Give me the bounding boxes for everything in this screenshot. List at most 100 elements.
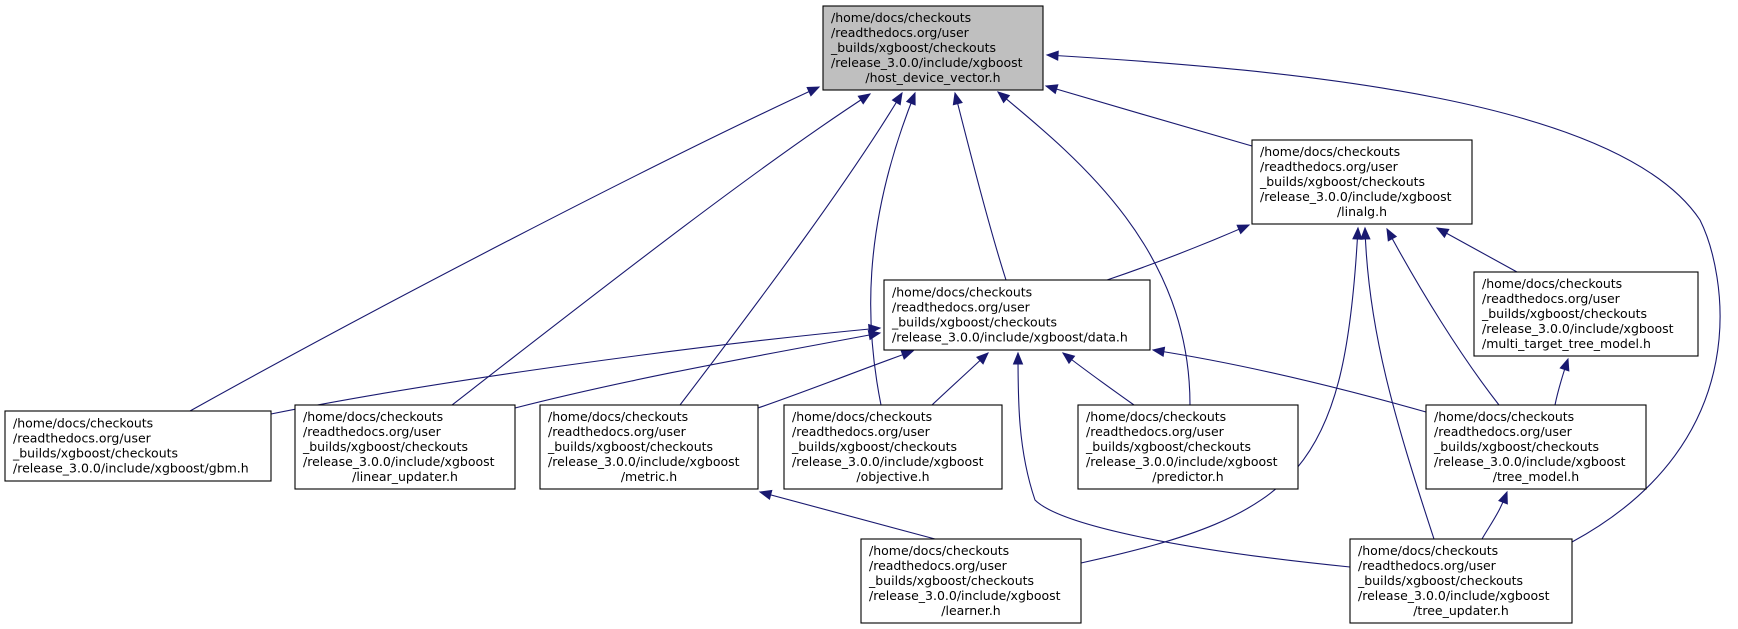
edge-line [1046, 54, 1721, 543]
node-objective[interactable]: /home/docs/checkouts/readthedocs.org/use… [783, 404, 1003, 490]
edge-line [1152, 349, 1427, 413]
node-label-line: /home/docs/checkouts [303, 409, 443, 424]
node-label-line: /readthedocs.org/user [831, 25, 970, 40]
node-multi-target-tree-model[interactable]: /home/docs/checkouts/readthedocs.org/use… [1473, 271, 1699, 357]
arrowhead [1435, 227, 1450, 239]
node-learner[interactable]: /home/docs/checkouts/readthedocs.org/use… [860, 538, 1082, 624]
node-data[interactable]: /home/docs/checkouts/readthedocs.org/use… [883, 279, 1151, 351]
edge-line [1436, 227, 1518, 273]
node-label-line: /home/docs/checkouts [1086, 409, 1226, 424]
node-box [294, 404, 516, 490]
node-linear-updater[interactable]: /home/docs/checkouts/readthedocs.org/use… [294, 404, 516, 490]
node-label-line: /home/docs/checkouts [13, 416, 153, 431]
node-label-line: _builds/xgboost/checkouts [891, 315, 1057, 330]
node-label-line: /readthedocs.org/user [869, 558, 1008, 573]
edge-line [679, 92, 903, 406]
arrowhead [976, 352, 989, 365]
edge-line [451, 93, 871, 406]
node-box [1251, 139, 1473, 225]
edge-gbm-to-data [270, 323, 882, 415]
arrowhead [867, 329, 882, 341]
node-metric[interactable]: /home/docs/checkouts/readthedocs.org/use… [539, 404, 759, 490]
node-label-line: /home/docs/checkouts [1260, 144, 1400, 159]
arrowhead [1386, 227, 1398, 242]
node-label-line: /readthedocs.org/user [1260, 159, 1399, 174]
node-label-line: /home/docs/checkouts [869, 543, 1009, 558]
node-tree-updater[interactable]: /home/docs/checkouts/readthedocs.org/use… [1349, 538, 1573, 624]
node-label-line: /tree_model.h [1493, 469, 1579, 484]
node-box [1077, 404, 1299, 490]
node-label-line: /readthedocs.org/user [792, 424, 931, 439]
node-label-line: /home/docs/checkouts [831, 10, 971, 25]
node-label-line: /release_3.0.0/include/xgboost [1260, 189, 1452, 204]
edge-line [954, 92, 1007, 281]
node-label-line: /readthedocs.org/user [1086, 424, 1225, 439]
edges-layer [189, 50, 1721, 568]
edge-linear_updater-to-data [514, 329, 882, 409]
node-host-device-vector: /home/docs/checkouts/readthedocs.org/use… [822, 5, 1044, 91]
edge-line [1045, 85, 1253, 147]
node-label-line: /readthedocs.org/user [13, 431, 152, 446]
node-box [860, 538, 1082, 624]
edge-gbm-to-host_device_vector [189, 86, 821, 412]
edge-metric-to-host_device_vector [679, 91, 903, 406]
edge-predictor-to-host_device_vector [996, 91, 1191, 406]
edge-metric-to-data [757, 349, 915, 409]
arrowhead [900, 349, 915, 360]
node-label-line: /release_3.0.0/include/xgboost [831, 55, 1023, 70]
node-label-line: /release_3.0.0/include/xgboost [1482, 321, 1674, 336]
node-label-line: /readthedocs.org/user [1482, 291, 1621, 306]
node-label-line: _builds/xgboost/checkouts [547, 439, 713, 454]
node-box [783, 404, 1003, 490]
arrowhead [1236, 224, 1251, 235]
node-box [1473, 271, 1699, 357]
edge-line [1062, 352, 1135, 406]
node-box [1349, 538, 1573, 624]
node-label-line: /release_3.0.0/include/xgboost/data.h [892, 330, 1128, 345]
edge-multi_target_tree_model-to-linalg [1435, 227, 1518, 273]
arrowhead [996, 91, 1011, 104]
node-gbm[interactable]: /home/docs/checkouts/readthedocs.org/use… [4, 410, 272, 482]
node-label-line: /readthedocs.org/user [303, 424, 442, 439]
node-label-line: /tree_updater.h [1413, 603, 1509, 618]
edge-predictor-to-data [1061, 352, 1135, 406]
node-label-line: _builds/xgboost/checkouts [868, 573, 1034, 588]
arrowhead [1012, 351, 1024, 365]
node-box [822, 5, 1044, 91]
edge-tree_model-to-linalg [1386, 227, 1500, 406]
node-predictor[interactable]: /home/docs/checkouts/readthedocs.org/use… [1077, 404, 1299, 490]
node-label-line: _builds/xgboost/checkouts [302, 439, 468, 454]
node-label-line: /readthedocs.org/user [1358, 558, 1497, 573]
node-label-line: _builds/xgboost/checkouts [1357, 573, 1523, 588]
node-tree-model[interactable]: /home/docs/checkouts/readthedocs.org/use… [1425, 404, 1647, 490]
node-box [539, 404, 759, 490]
edge-tree_updater-to-host_device_vector [1045, 50, 1721, 543]
arrowhead [1044, 84, 1059, 95]
edge-data-to-linalg [1106, 224, 1251, 281]
edge-line [1106, 224, 1250, 281]
node-label-line: /linalg.h [1337, 204, 1387, 219]
node-label-line: _builds/xgboost/checkouts [791, 439, 957, 454]
arrowhead [758, 489, 773, 500]
node-label-line: /home/docs/checkouts [1358, 543, 1498, 558]
node-label-line: /multi_target_tree_model.h [1482, 336, 1651, 351]
arrowhead [952, 91, 963, 106]
arrowhead [1360, 226, 1371, 240]
arrowhead [905, 91, 916, 106]
node-label-line: /predictor.h [1152, 469, 1223, 484]
node-box [883, 279, 1151, 351]
arrowhead [1151, 346, 1166, 357]
edge-learner-to-metric [758, 489, 936, 540]
node-linalg[interactable]: /home/docs/checkouts/readthedocs.org/use… [1251, 139, 1473, 225]
edge-line [1364, 227, 1435, 540]
node-label-line: _builds/xgboost/checkouts [1085, 439, 1251, 454]
edge-linalg-to-host_device_vector [1044, 84, 1253, 147]
node-label-line: /learner.h [941, 603, 1000, 618]
edge-line [997, 91, 1191, 406]
node-label-line: /release_3.0.0/include/xgboost [1086, 454, 1278, 469]
arrowhead [857, 93, 872, 105]
edge-tree_updater-to-tree_model [1481, 490, 1508, 540]
edge-tree_model-to-multi_target_tree_model [1554, 357, 1570, 406]
node-label-line: /home/docs/checkouts [792, 409, 932, 424]
